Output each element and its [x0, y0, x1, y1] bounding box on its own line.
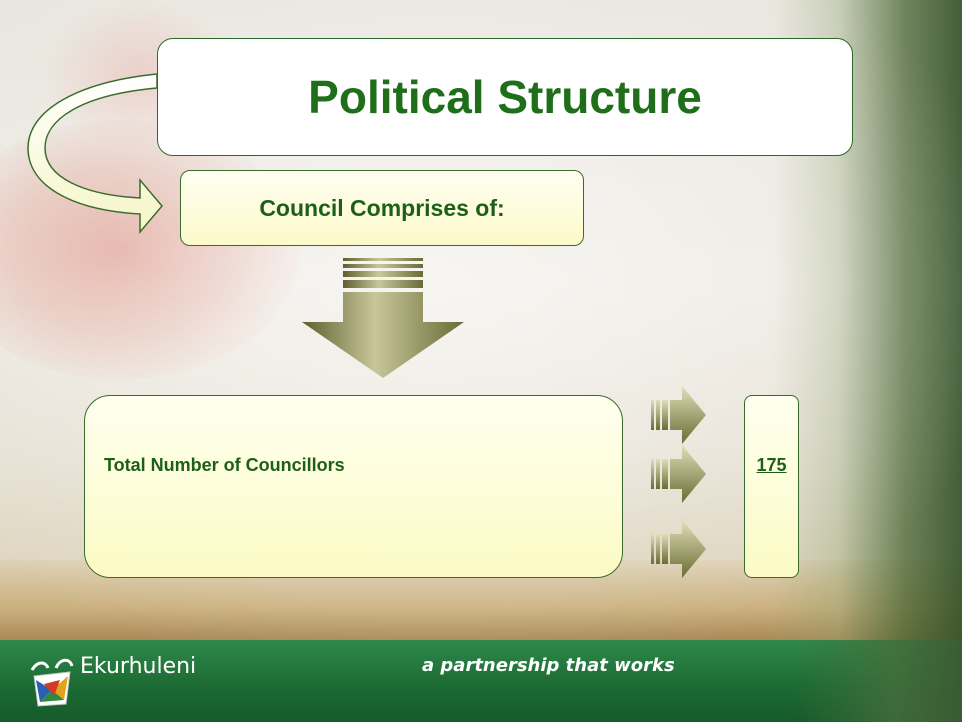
councillor-count-value: 175: [756, 455, 787, 475]
total-councillors-label: Total Number of Councillors: [104, 455, 345, 475]
brand-name: Ekurhuleni: [80, 654, 197, 679]
down-arrow: [302, 258, 464, 378]
footer-grass: [792, 640, 962, 722]
right-arrow-2: [651, 445, 706, 503]
councillor-count-box: [744, 395, 799, 578]
slide-title: Political Structure: [308, 71, 702, 123]
council-box: Council Comprises of:: [180, 170, 584, 246]
tagline: a partnership that works: [422, 655, 675, 676]
diagram-shapes: [27, 73, 706, 578]
footer-bar: [0, 640, 962, 722]
title-box: Political Structure: [157, 38, 853, 156]
ekurhuleni-logo-icon: [30, 658, 74, 707]
council-label: Council Comprises of:: [259, 194, 505, 221]
right-arrow-1: [651, 386, 706, 444]
total-councillors-box: [84, 395, 623, 578]
right-arrow-3: [651, 520, 706, 578]
curved-arrow: [27, 73, 163, 235]
